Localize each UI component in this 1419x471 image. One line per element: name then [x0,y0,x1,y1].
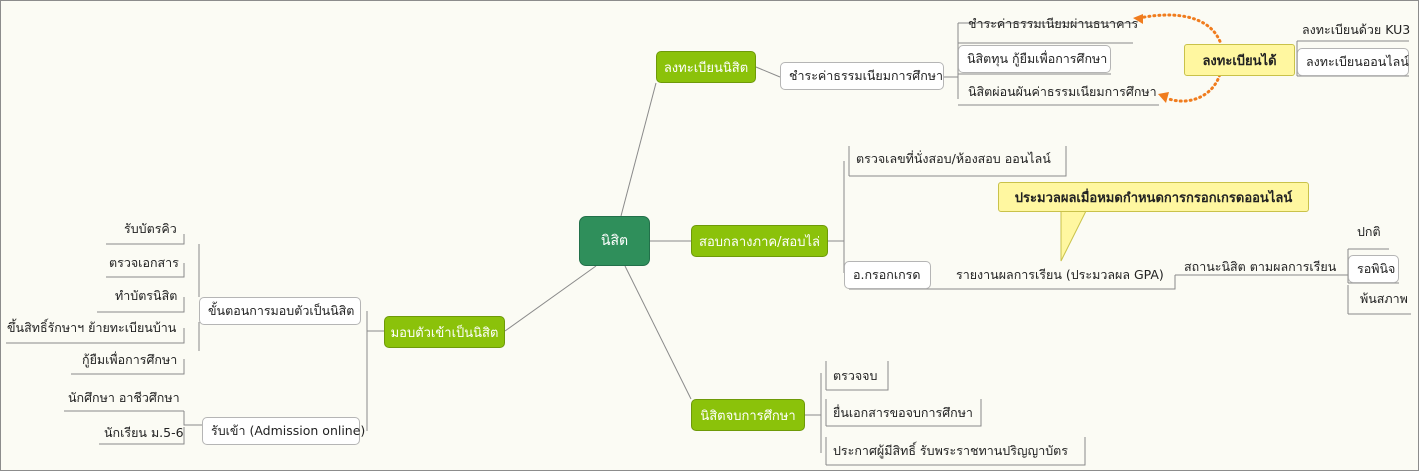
callout-can-register[interactable]: ลงทะเบียนได้ [1184,44,1295,76]
leaf-degree-announcement[interactable]: ประกาศผู้มีสิทธิ์ รับพระราชทานปริญญาบัตร [833,443,1068,458]
arrow-head-icon [1133,14,1143,24]
callout-grade-processing[interactable]: ประมวลผลเมื่อหมดกำหนดการกรอกเกรดออนไลน์ [998,182,1309,212]
callout-tail [1060,208,1088,262]
leaf-check-seat[interactable]: ตรวจเลขที่นั่งสอบ/ห้องสอบ ออนไลน์ [856,151,1051,166]
leaf-student-status[interactable]: สถานะนิสิต ตามผลการเรียน [1184,259,1337,274]
leaf-grade-report[interactable]: รายงานผลการเรียน (ประมวลผล GPA) [956,267,1164,282]
branch-exam[interactable]: สอบกลางภาค/สอบไล่ [691,225,828,257]
node-enroll-steps[interactable]: ขั้นตอนการมอบตัวเป็นนิสิต [199,297,361,325]
root-node[interactable]: นิสิต [579,216,650,266]
node-register-online[interactable]: ลงทะเบียนออนไลน์ [1297,48,1409,76]
leaf-student-loan[interactable]: กู้ยืมเพื่อการศึกษา [82,352,178,367]
leaf-pay-bank[interactable]: ชำระค่าธรรมเนียมผ่านธนาคาร [968,16,1139,31]
node-pay-fee[interactable]: ชำระค่าธรรมเนียมการศึกษา [780,62,944,90]
node-scholarship[interactable]: นิสิตทุน กู้ยืมเพื่อการศึกษา [958,45,1111,73]
leaf-check-documents[interactable]: ตรวจเอกสาร [109,255,179,270]
leaf-submit-documents[interactable]: ยื่นเอกสารขอจบการศึกษา [833,405,973,420]
leaf-graduation-check[interactable]: ตรวจจบ [833,368,878,383]
leaf-health-rights[interactable]: ขึ้นสิทธิ์รักษาฯ ย้ายทะเบียนบ้าน [7,320,177,335]
node-status-probation[interactable]: รอพินิจ [1348,255,1399,283]
leaf-status-normal[interactable]: ปกติ [1357,224,1381,239]
node-grade-entry[interactable]: อ.กรอกเกรด [844,261,931,289]
leaf-student-card[interactable]: ทำบัตรนิสิต [115,288,178,303]
branch-register[interactable]: ลงทะเบียนนิสิต [656,51,756,83]
node-admission-online[interactable]: รับเข้า (Admission online) [202,417,365,445]
branch-enroll[interactable]: มอบตัวเข้าเป็นนิสิต [384,316,505,348]
branch-graduate[interactable]: นิสิตจบการศึกษา [691,399,805,431]
arrow-head-icon [1158,92,1169,103]
leaf-fee-deferral[interactable]: นิสิตผ่อนผันค่าธรรมเนียมการศึกษา [968,84,1157,99]
leaf-register-ku3[interactable]: ลงทะเบียนด้วย KU3 [1302,22,1411,37]
leaf-vocational-students[interactable]: นักศึกษา อาชีวศึกษา [68,390,180,405]
leaf-queue-card[interactable]: รับบัตรคิว [124,221,177,236]
leaf-high-school-students[interactable]: นักเรียน ม.5-6 [104,425,184,440]
leaf-status-dismissed[interactable]: พ้นสภาพ [1360,291,1408,306]
